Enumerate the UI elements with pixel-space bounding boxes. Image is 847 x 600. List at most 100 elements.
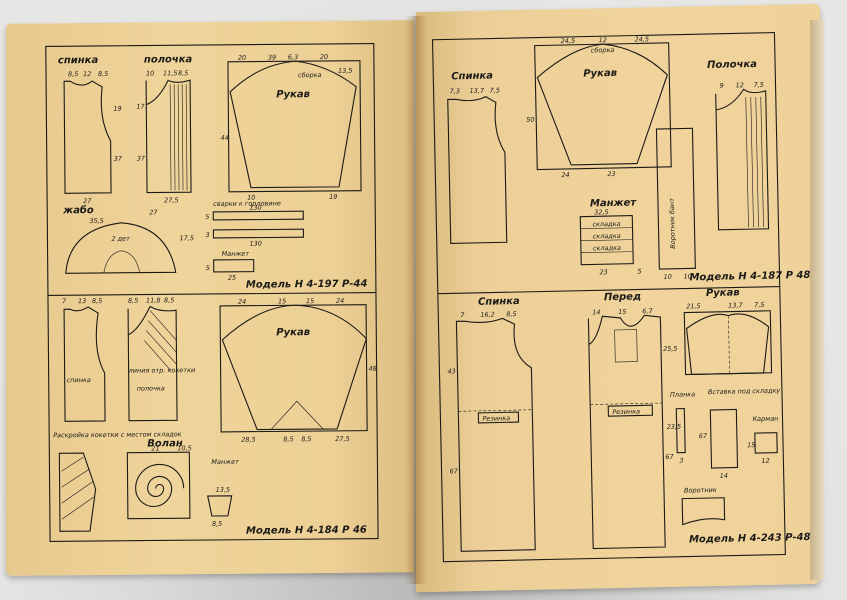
right-bottom-pered-pattern — [587, 314, 666, 550]
left-page-content: спинка 8,5 12 8,5 19 37 27 полочка 10 11… — [45, 43, 379, 542]
left-frame — [45, 43, 379, 542]
right-bottom-spinka-pattern — [455, 317, 536, 552]
left-bottom-spinka-top-3: 8,5 — [92, 297, 102, 305]
right-bottom-rukav-label: Рукав — [706, 287, 740, 299]
left-top-rukav-pattern — [229, 60, 357, 189]
right-top-vorotnik-dim-2: 10 — [683, 272, 691, 280]
left-bottom-manzhet-dim-1: 13,5 — [216, 486, 231, 494]
right-top-model: Модель Н 4-187 Р 48 — [689, 270, 810, 284]
left-bottom-rukav-top-4: 24 — [336, 297, 344, 305]
book-spine — [405, 16, 427, 584]
left-bottom-rukav-bottom-4: 27,5 — [335, 435, 350, 443]
left-top-svarki-strip-2 — [212, 228, 305, 239]
right-bottom-model: Модель Н 4-243 Р-48 — [689, 532, 811, 546]
left-top-manzhet-pattern — [213, 259, 255, 273]
left-top-zhabo-dim-3: 17,5 — [179, 234, 194, 242]
left-bottom-spinka-label: спинка — [67, 376, 91, 384]
right-top-spinka-top-3: 7,5 — [490, 86, 501, 94]
right-bottom-vstavka-pattern — [709, 408, 739, 469]
left-top-polochka-top-3: 8,5 — [178, 69, 188, 77]
right-bottom-karman-dim-2: 12 — [761, 457, 769, 465]
right-top-vorotnik-label: Воротник бант — [668, 198, 677, 249]
left-top-polochka-bottom: 27,5 — [164, 196, 179, 204]
left-top-rukav-top-1: 20 — [238, 54, 246, 62]
right-top-polochka-top-1: 9 — [719, 82, 723, 90]
right-bottom-pered-rezinka: Резинка — [612, 407, 640, 416]
left-top-spinka-pattern — [63, 80, 112, 194]
left-top-svarki-w-1: 5 — [205, 213, 209, 221]
left-top-spinka-label: спинка — [58, 55, 99, 66]
left-bottom-rukav-bottom-1: 28,5 — [241, 436, 256, 444]
left-top-rukav-sborka: сборка — [298, 71, 322, 79]
right-top-manzhet-dim-2: 23 — [599, 268, 607, 276]
right-bottom-spinka-top-2: 16,2 — [480, 311, 495, 319]
right-top-rukav-side-1: 50 — [526, 116, 534, 124]
left-top-rukav-bottom-2: 19 — [329, 193, 337, 201]
left-top-zhabo-pattern — [65, 222, 177, 274]
right-bottom-pered-top-2: 15 — [618, 308, 626, 316]
left-top-zhabo-dim-2: 27 — [149, 208, 158, 216]
left-top-zhabo-2det: 2 дет — [111, 235, 130, 243]
right-bottom-pered-side-1: 25,5 — [663, 345, 678, 353]
left-bottom-spinka-pattern — [63, 306, 106, 422]
left-bottom-manzhet-pattern — [207, 495, 233, 517]
left-top-manzhet-label: Манжет — [222, 250, 250, 258]
right-top-spinka-top-1: 7,3 — [450, 87, 461, 95]
right-bottom-planka-dim-1: 23,5 — [667, 423, 682, 431]
left-top-manzhet-dim-1: 25 — [228, 274, 236, 282]
right-bottom-spinka-rezinka-box — [477, 411, 520, 424]
right-top-rukav-side-3: 23 — [607, 170, 615, 178]
left-top-zhabo-label: жабо — [62, 204, 94, 216]
right-top-rukav-top-2: 12 — [598, 36, 606, 44]
left-top-spinka-side-2: 37 — [114, 155, 123, 163]
right-bottom-spinka-top-3: 8,5 — [506, 310, 517, 318]
left-bottom-spinka-top-1: 7 — [62, 297, 67, 305]
left-top-spinka-top-3: 8,5 — [98, 70, 108, 78]
page-edges — [810, 20, 824, 580]
left-bottom-volan-label: Волан — [147, 438, 183, 449]
right-bottom-karman-dim-1: 15 — [747, 441, 755, 449]
right-top-polochka-label: Полочка — [707, 59, 757, 71]
right-top-polochka-top-2: 12 — [735, 81, 743, 89]
left-top-model: Модель Н 4-197 Р-44 — [246, 279, 368, 291]
right-top-manzhet-fold-1: складка — [592, 220, 620, 229]
right-top-vorotnik-pattern — [655, 127, 696, 270]
left-top-polochka-side-1: 17 — [136, 103, 145, 111]
right-page-content: Спинка 7,3 13,7 7,5 Рукав сборка 24,5 12… — [431, 32, 811, 563]
left-bottom-rukav-top-2: 15 — [278, 297, 286, 305]
right-bottom-pered-rezinka-box — [607, 404, 653, 417]
right-bottom-planka-label: Планка — [670, 390, 695, 399]
right-bottom-spinka-top-1: 7 — [460, 311, 465, 319]
right-top-manzhet-dim-1: 32,5 — [594, 208, 609, 216]
left-bottom-polochka-pattern — [127, 305, 178, 422]
left-bottom-rukav-bottom-2: 8,5 — [283, 435, 293, 443]
right-bottom-vstavka-dim-1: 67 — [699, 432, 708, 440]
right-bottom-vstavka-label: Вставка под складку — [708, 387, 781, 397]
left-top-zhabo-dim-1: 35,5 — [89, 217, 104, 225]
right-bottom-spinka-side-1: 43 — [447, 367, 455, 375]
right-bottom-vstavka-dim-2: 14 — [720, 472, 728, 480]
right-bottom-planka-dim-2: 3 — [679, 457, 683, 465]
left-top-manzhet-dim-2: 5 — [206, 264, 210, 272]
left-bottom-polochka-top-1: 8,5 — [128, 297, 138, 305]
right-bottom-vorotnik-label: Воротник — [684, 486, 717, 495]
left-bottom-polochka-top-2: 11,8 — [146, 296, 161, 304]
left-top-rukav-side-2: 44 — [221, 134, 229, 142]
right-bottom-rukav-box — [683, 310, 773, 376]
right-top-rukav-sborka: сборка — [591, 46, 615, 54]
right-top-rukav-pattern — [536, 43, 668, 166]
left-top-rukav-top-3: 6,3 — [288, 53, 298, 61]
left-top-svarki-w-2: 3 — [205, 231, 209, 239]
right-bottom-planka-pattern — [675, 408, 686, 454]
left-bottom-manzhet-dim-2: 8,5 — [212, 520, 222, 528]
left-bottom-volan-dim-2: 10,5 — [177, 444, 192, 452]
left-bottom-polochka-top-3: 8,5 — [164, 296, 174, 304]
left-top-spinka-top-1: 8,5 — [68, 70, 78, 78]
left-bottom-rukav-bottom-3: 8,5 — [301, 435, 311, 443]
right-bottom-pered-side-2: 67 — [665, 453, 674, 461]
left-top-polochka-top-2: 11,5 — [163, 69, 178, 77]
right-top-manzhet-dim-3: 5 — [637, 267, 641, 275]
left-bottom-volan-dim-1: 21 — [151, 444, 159, 452]
left-top-polochka-side-2: 37 — [137, 155, 146, 163]
